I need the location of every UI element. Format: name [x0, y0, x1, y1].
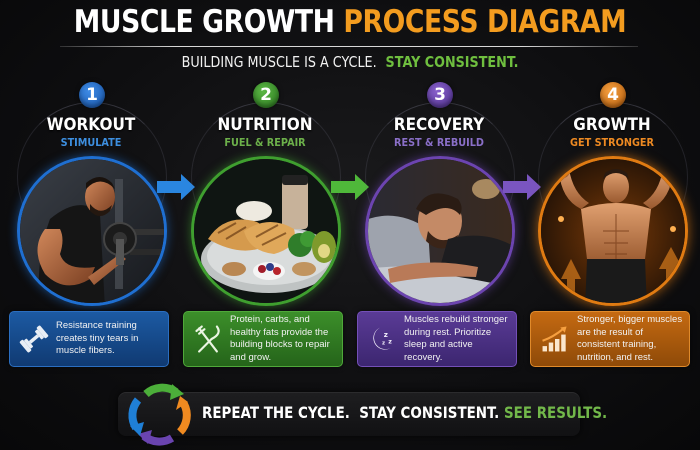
growth-bar-chart-icon [537, 319, 573, 359]
footer-text-part-1: REPEAT THE CYCLE. STAY CONSISTENT. [202, 403, 500, 422]
workout-scene-illustration [20, 159, 164, 303]
step-nutrition: 2 NUTRITION FUEL & REPAIR [177, 82, 353, 372]
step-description: Protein, carbs, and healthy fats provide… [230, 314, 330, 363]
subtitle-part-1: BUILDING MUSCLE IS A CYCLE. [181, 53, 377, 71]
svg-text:z: z [384, 330, 388, 339]
step-number-badge: 2 [253, 82, 279, 108]
step-subtitle: GET STRONGER [570, 136, 654, 149]
step-number-badge: 3 [427, 82, 453, 108]
step-number-badge: 1 [79, 82, 105, 108]
growth-scene-illustration [541, 159, 685, 303]
svg-text:z: z [388, 338, 392, 345]
step-subtitle: STIMULATE [60, 136, 122, 149]
man-lifting-dumbbell-photo [17, 156, 167, 306]
workout-info-card: Resistance training creates tiny tears i… [9, 311, 169, 367]
fork-knife-icon [190, 319, 226, 359]
diagram-subtitle: BUILDING MUSCLE IS A CYCLE. STAY CONSIST… [53, 52, 648, 72]
title-divider [60, 46, 638, 47]
arrow-right-icon [503, 174, 541, 200]
svg-text:z: z [382, 340, 385, 346]
growth-info-card: Stronger, bigger muscles are the result … [530, 311, 690, 367]
step-title: NUTRITION [217, 115, 313, 135]
cycle-arrows-icon [128, 383, 191, 446]
nutrition-info-card: Protein, carbs, and healthy fats provide… [183, 311, 343, 367]
recovery-scene-illustration [368, 159, 512, 303]
title-part-1: MUSCLE GROWTH [73, 4, 335, 40]
arrow-right-icon [157, 174, 195, 200]
step-growth: 4 GROWTH GET STRONGER [524, 82, 700, 372]
step-description: Muscles rebuild stronger during rest. Pr… [404, 314, 508, 363]
dumbbell-icon [16, 319, 52, 359]
muscular-man-flexing-photo [538, 156, 688, 306]
footer-text-part-2: SEE RESULTS. [503, 403, 608, 422]
step-description: Stronger, bigger muscles are the result … [577, 314, 683, 363]
step-title: GROWTH [573, 115, 651, 135]
man-sleeping-photo [365, 156, 515, 306]
step-title: WORKOUT [46, 115, 136, 135]
healthy-meal-plate-photo [191, 156, 341, 306]
step-title: RECOVERY [393, 115, 485, 135]
arrow-right-icon [331, 174, 369, 200]
step-description: Resistance training creates tiny tears i… [56, 320, 139, 357]
diagram-title: MUSCLE GROWTH PROCESS DIAGRAM [49, 2, 651, 42]
subtitle-part-2: STAY CONSISTENT. [385, 53, 519, 71]
step-subtitle: REST & REBUILD [394, 136, 484, 149]
title-part-2: PROCESS DIAGRAM [343, 4, 627, 40]
step-recovery: 3 RECOVERY REST & REBUILD z z [351, 82, 527, 372]
sleep-moon-icon: z z z [364, 319, 400, 359]
footer-message: REPEAT THE CYCLE. STAY CONSISTENT. SEE R… [202, 401, 607, 425]
step-subtitle: FUEL & REPAIR [224, 136, 306, 149]
recovery-info-card: z z z Muscles rebuild stronger during re… [357, 311, 517, 367]
footer-banner [118, 392, 580, 436]
nutrition-scene-illustration [194, 159, 338, 303]
step-workout: 1 WORKOUT STIMULATE [3, 82, 179, 372]
step-number-badge: 4 [600, 82, 626, 108]
